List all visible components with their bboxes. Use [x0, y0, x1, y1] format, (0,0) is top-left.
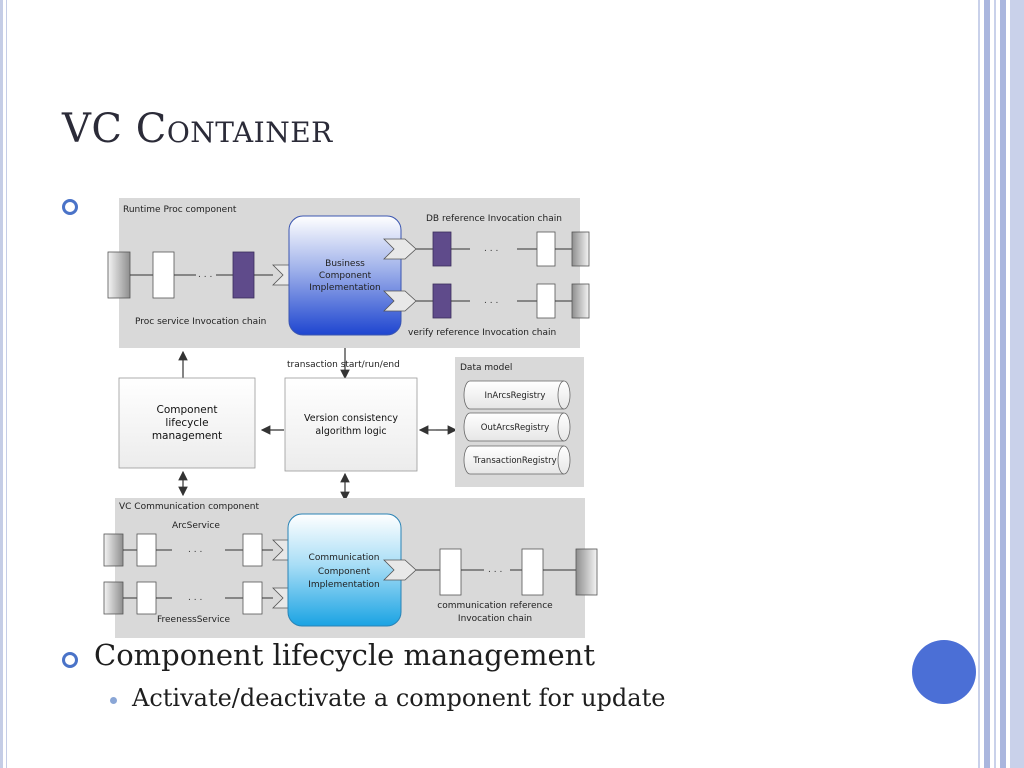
comm-ref-ellipsis: . . . [488, 565, 502, 575]
db-ref-purple-handler [432, 231, 452, 267]
freeness-ellipsis: . . . [188, 593, 202, 603]
bullet-text: Component lifecycle management [94, 638, 596, 672]
left-border-thin [6, 0, 7, 768]
comm-ref-chevron [383, 559, 417, 581]
freeness-service-label: FreenessService [157, 615, 230, 625]
freeness-handler-box [136, 581, 157, 615]
arc-service-label: ArcService [172, 521, 220, 531]
proc-service-label: Proc service Invocation chain [135, 317, 266, 327]
right-border-line [994, 0, 996, 768]
verify-ref-end-terminal [571, 283, 590, 319]
left-border [0, 0, 3, 768]
comm-text-2: Component [318, 567, 371, 577]
comm-ref-label-1: communication reference [437, 601, 553, 611]
right-border-line [978, 0, 980, 768]
comm-ref-handler-box-2 [521, 548, 544, 596]
out-arcs-registry: OutArcsRegistry [463, 412, 571, 442]
sub-bullet-text: Activate/deactivate a component for upda… [132, 684, 666, 712]
version-box [284, 377, 418, 472]
freeness-end-terminal [103, 581, 124, 615]
lifecycle-box [118, 377, 256, 469]
svg-text:InArcsRegistry: InArcsRegistry [485, 391, 546, 401]
transaction-label: transaction start/run/end [287, 360, 400, 370]
verify-ref-ellipsis: . . . [484, 296, 498, 306]
proc-ellipsis: . . . [198, 270, 212, 280]
proc-handler-box [152, 251, 175, 299]
comm-ref-end-terminal [575, 548, 598, 596]
arc-ellipsis: . . . [188, 545, 202, 555]
comm-ref-handler-box [439, 548, 462, 596]
svg-text:OutArcsRegistry: OutArcsRegistry [481, 423, 549, 433]
lifecycle-text-2: lifecycle [165, 417, 208, 429]
arc-handler-box [136, 533, 157, 567]
svg-text:TransactionRegistry: TransactionRegistry [472, 456, 556, 466]
business-component [288, 215, 402, 336]
proc-end-terminal [107, 251, 131, 299]
runtime-proc-label: Runtime Proc component [123, 205, 237, 215]
verify-ref-chevron [383, 290, 417, 312]
db-ref-ellipsis: . . . [484, 244, 498, 254]
verify-ref-handler-box [536, 283, 556, 319]
version-text-2: algorithm logic [315, 426, 386, 437]
business-text-3: Implementation [309, 283, 380, 293]
comm-text-3: Implementation [308, 580, 379, 590]
db-ref-end-terminal [571, 231, 590, 267]
transaction-registry: TransactionRegistry [463, 445, 571, 475]
business-text-1: Business [325, 259, 365, 269]
proc-purple-handler [232, 251, 255, 299]
verify-ref-label: verify reference Invocation chain [408, 328, 556, 338]
db-ref-label: DB reference Invocation chain [426, 214, 562, 224]
communication-label: VC Communication component [119, 502, 259, 512]
sub-bullet-icon [110, 697, 117, 704]
right-border-band [1010, 0, 1024, 768]
lifecycle-text-3: management [152, 430, 222, 442]
bullet-icon [62, 199, 78, 215]
comm-ref-label-2: Invocation chain [458, 614, 532, 624]
freeness-handler-box-2 [242, 581, 263, 615]
right-border-band [1000, 0, 1006, 768]
decorative-circle [912, 640, 976, 704]
business-text-2: Component [319, 271, 372, 281]
lifecycle-text-1: Component [157, 404, 218, 416]
db-ref-chevron [383, 238, 417, 260]
arc-handler-box-2 [242, 533, 263, 567]
slide-title: VC Container [62, 106, 333, 152]
in-arcs-registry: InArcsRegistry [463, 380, 571, 410]
verify-ref-purple-handler [432, 283, 452, 319]
db-ref-handler-box [536, 231, 556, 267]
comm-text-1: Communication [309, 553, 380, 563]
version-text-1: Version consistency [304, 413, 398, 424]
arc-end-terminal [103, 533, 124, 567]
right-border-band [984, 0, 990, 768]
data-model-label: Data model [460, 363, 512, 373]
bullet-icon [62, 652, 78, 668]
